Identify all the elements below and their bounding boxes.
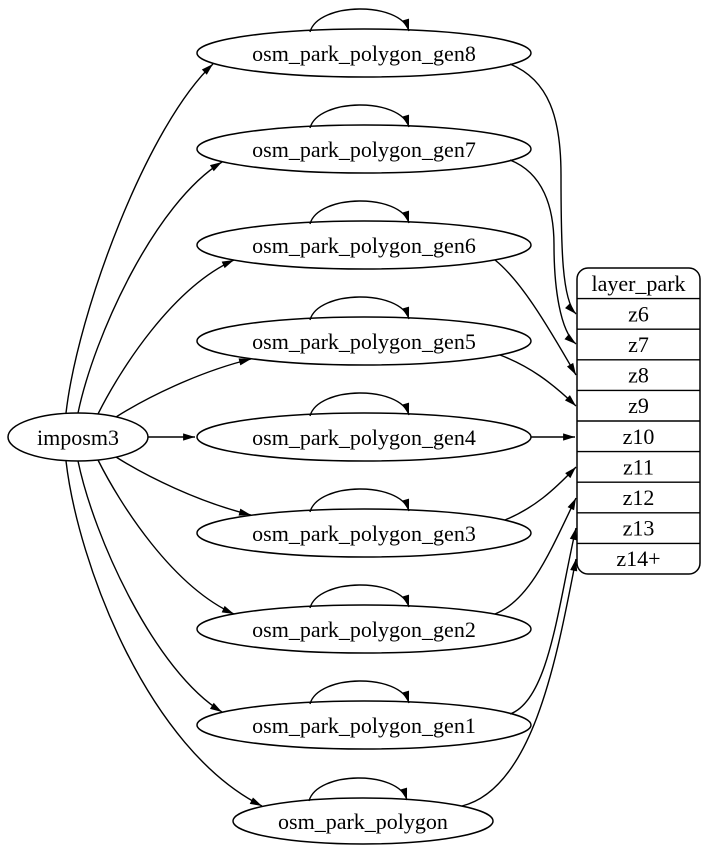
self-loop-gen2 [309,584,410,609]
edge-gen2-z12 [494,497,577,615]
edge-imposm3-gen7 [77,161,223,414]
gen3-ellipse [196,508,532,558]
node-imposm3: imposm3 [7,412,149,462]
edge-osm-park-polygon-z14plus [461,558,578,807]
self-loop-gen6 [309,200,410,225]
edge-imposm3-gen3 [115,456,252,516]
gen7-label: osm_park_polygon_gen7 [252,137,476,162]
layer-park-title: layer_park [591,271,685,296]
node-osm-park-polygon-gen1: osm_park_polygon_gen1 [196,700,532,750]
gen6-label: osm_park_polygon_gen6 [252,233,476,258]
self-loop-gen4 [309,392,410,417]
edge-gen5-z9 [499,354,577,407]
edges-tables-to-layer [461,63,578,807]
gen3-label: osm_park_polygon_gen3 [252,521,476,546]
gen8-label: osm_park_polygon_gen8 [252,41,476,66]
edge-imposm3-gen6 [97,259,235,415]
edge-gen7-z7 [509,159,577,345]
edge-gen8-z6 [509,63,577,315]
gen4-label: osm_park_polygon_gen4 [252,425,476,450]
edge-imposm3-gen5 [115,358,252,418]
edge-imposm3-gen8 [65,63,214,414]
node-osm-park-polygon: osm_park_polygon [232,797,494,845]
layer-row-z6: z6 [628,302,649,327]
edge-imposm3-gen1 [77,460,223,713]
gen5-ellipse [196,316,532,366]
self-loop-gen5 [309,296,410,321]
node-osm-park-polygon-gen6: osm_park_polygon_gen6 [196,220,532,270]
gen7-ellipse [196,124,532,174]
self-loop-gen8 [309,8,410,33]
layer-row-z8: z8 [628,363,649,388]
edges-imposm3-to-tables [65,63,263,807]
layer-row-z9: z9 [628,393,649,418]
gen8-ellipse [196,28,532,78]
gen1-ellipse [196,700,532,750]
self-loop-gen7 [309,104,410,129]
node-osm-park-polygon-gen4: osm_park_polygon_gen4 [196,412,532,462]
layer-row-z11: z11 [623,455,654,480]
edge-imposm3-gen2 [97,459,235,615]
edges-self-loops [308,8,410,802]
self-loop-gen3 [309,488,410,513]
node-osm-park-polygon-gen8: osm_park_polygon_gen8 [196,28,532,78]
gen5-label: osm_park_polygon_gen5 [252,329,476,354]
layer-row-z7: z7 [628,332,649,357]
node-osm-park-polygon-gen3: osm_park_polygon_gen3 [196,508,532,558]
self-loop-gen1 [309,680,410,705]
layer-row-z12: z12 [623,485,655,510]
node-layer-park: layer_park z6 z7 z8 z9 z10 z11 z12 z13 z… [576,267,701,575]
edge-gen3-z11 [504,466,577,521]
osm-park-polygon-label: osm_park_polygon [278,809,448,834]
node-osm-park-polygon-gen2: osm_park_polygon_gen2 [196,604,532,654]
layer-row-z14plus: z14+ [616,546,660,571]
gen6-ellipse [196,220,532,270]
osm-park-polygon-ellipse [232,797,494,845]
edge-gen1-z13 [509,527,577,715]
layer-row-z13: z13 [623,516,655,541]
node-osm-park-polygon-gen5: osm_park_polygon_gen5 [196,316,532,366]
node-osm-park-polygon-gen7: osm_park_polygon_gen7 [196,124,532,174]
gen2-label: osm_park_polygon_gen2 [252,617,476,642]
edge-gen6-z8 [494,259,577,376]
self-loop-osm-park-polygon [308,777,408,802]
gen1-label: osm_park_polygon_gen1 [252,713,476,738]
edge-imposm3-osm-park-polygon [65,460,263,807]
gen2-ellipse [196,604,532,654]
imposm3-label: imposm3 [37,425,119,450]
layer-row-z10: z10 [623,424,655,449]
